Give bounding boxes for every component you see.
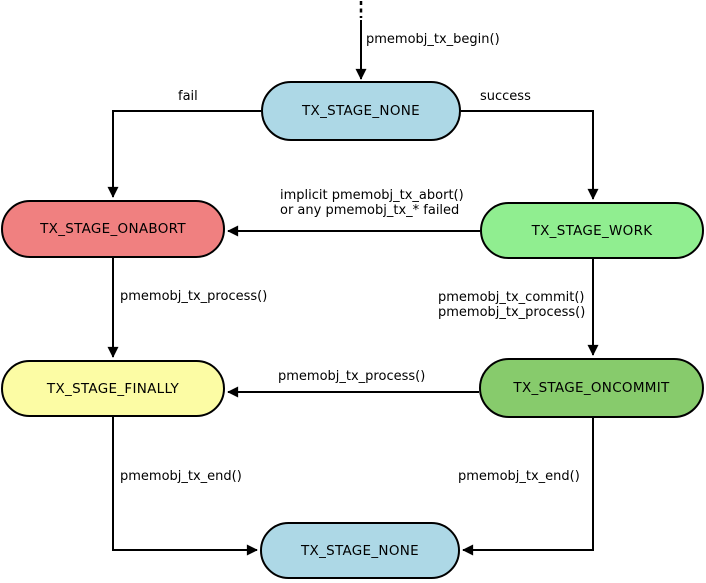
edge-fail-arrow	[107, 110, 261, 198]
edge-label-onabort-process: pmemobj_tx_process()	[120, 289, 268, 304]
node-tx-stage-none-top: TX_STAGE_NONE	[261, 81, 461, 141]
node-tx-stage-work: TX_STAGE_WORK	[480, 202, 704, 259]
node-label: TX_STAGE_FINALLY	[46, 380, 180, 397]
edge-label-abort-line1: implicit pmemobj_tx_abort()	[280, 188, 464, 203]
edge-label-commit-line2: pmemobj_tx_process()	[438, 305, 586, 320]
node-label: TX_STAGE_ONABORT	[40, 221, 186, 237]
edge-label-success: success	[480, 89, 531, 104]
node-label: TX_STAGE_ONCOMMIT	[513, 380, 670, 396]
node-label: TX_STAGE_NONE	[300, 542, 419, 559]
edge-label-begin: pmemobj_tx_begin()	[366, 32, 500, 47]
edge-label-commit-line1: pmemobj_tx_commit()	[438, 290, 585, 305]
node-tx-stage-onabort: TX_STAGE_ONABORT	[1, 200, 225, 258]
edge-oncommit-end-arrow	[462, 418, 594, 556]
edge-label-commit: pmemobj_tx_commit() pmemobj_tx_process()	[438, 290, 585, 320]
node-tx-stage-none-bottom: TX_STAGE_NONE	[260, 522, 460, 579]
node-tx-stage-oncommit: TX_STAGE_ONCOMMIT	[479, 358, 704, 418]
edge-label-abort-line2: or any pmemobj_tx_* failed	[280, 203, 460, 218]
node-tx-stage-finally: TX_STAGE_FINALLY	[1, 360, 225, 417]
node-label: TX_STAGE_WORK	[531, 222, 653, 239]
edge-label-abort: implicit pmemobj_tx_abort() or any pmemo…	[280, 188, 464, 218]
edge-label-oncommit-process: pmemobj_tx_process()	[278, 369, 426, 384]
edge-label-fail: fail	[178, 89, 198, 104]
edge-label-finally-end: pmemobj_tx_end()	[120, 469, 242, 484]
edge-label-oncommit-end: pmemobj_tx_end()	[458, 469, 580, 484]
edge-success-arrow	[461, 110, 599, 200]
node-label: TX_STAGE_NONE	[301, 103, 420, 119]
edge-finally-end-arrow	[112, 417, 258, 556]
